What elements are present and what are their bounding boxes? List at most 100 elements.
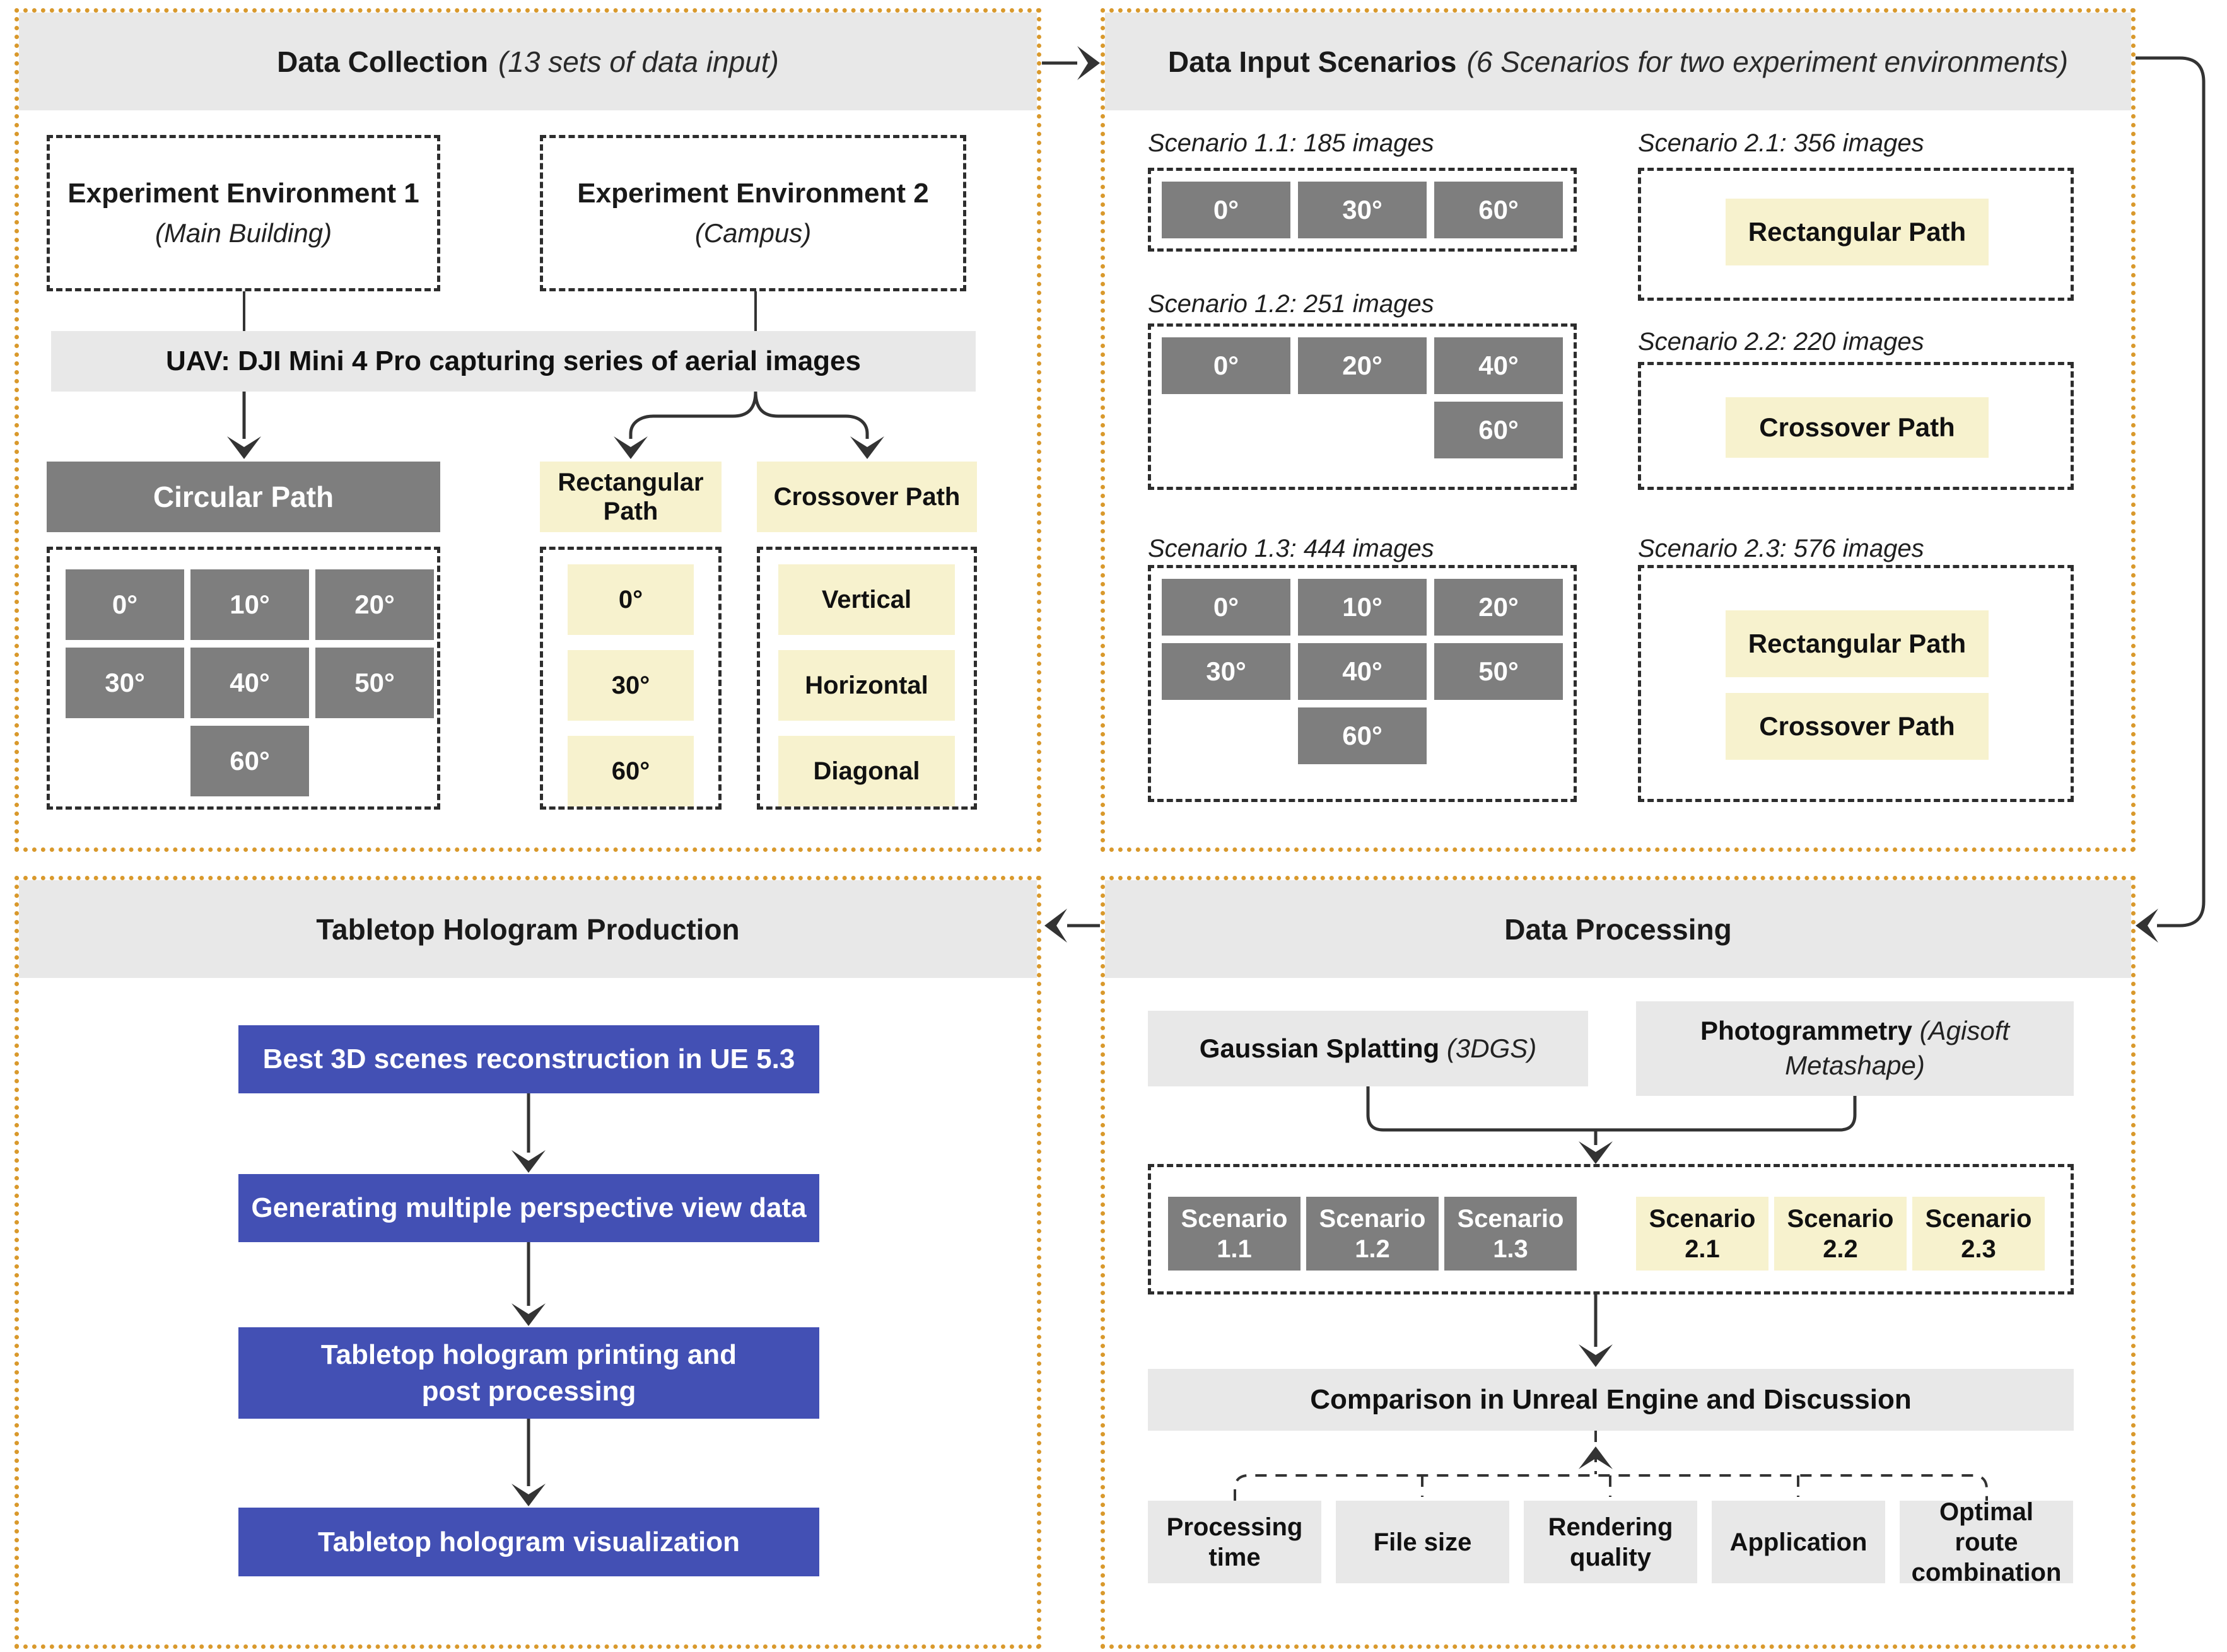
mode-cell: Vertical	[778, 564, 955, 635]
angle-cell: 40°	[190, 648, 309, 718]
photogrammetry-box: Photogrammetry (Agisoft Metashape)	[1636, 1001, 2074, 1096]
data-processing-title: Data Processing	[1504, 912, 1732, 946]
scenario-1-2-box	[1148, 323, 1577, 490]
criterion-box: Application	[1712, 1501, 1885, 1583]
scenario-cell: Scenario 2.1	[1636, 1197, 1768, 1271]
rectangular-path-box: Rectangular Path	[540, 462, 722, 532]
criterion-box: File size	[1336, 1501, 1509, 1583]
photogrammetry-note: (Agisoft Metashape)	[1785, 1016, 2010, 1080]
photogrammetry-name: Photogrammetry	[1700, 1016, 1912, 1046]
data-input-title-note: (6 Scenarios for two experiment environm…	[1466, 45, 2069, 78]
criteria-dashed-bracket	[1234, 1474, 1988, 1501]
scenario-1-1-box	[1148, 168, 1577, 252]
angle-cell: 40°	[1298, 643, 1427, 700]
scenario-2-2-label: Scenario 2.2: 220 images	[1638, 328, 1924, 356]
data-processing-header: Data Processing	[1105, 880, 2131, 978]
scenario-cell: Scenario 2.2	[1774, 1197, 1907, 1271]
scenario-cell: Scenario 1.2	[1306, 1197, 1439, 1271]
data-input-header: Data Input Scenarios (6 Scenarios for tw…	[1105, 13, 2131, 110]
angle-cell: 0°	[568, 564, 694, 635]
chevron-down-icon	[1579, 1141, 1613, 1164]
angle-cell: 60°	[1434, 182, 1563, 238]
uav-bar: UAV: DJI Mini 4 Pro capturing series of …	[51, 331, 976, 392]
angle-cell: 0°	[1162, 337, 1290, 394]
angle-cell: 60°	[1298, 707, 1427, 764]
angle-cell: 50°	[315, 648, 434, 718]
gaussian-splatting-box: Gaussian Splatting (3DGS)	[1148, 1011, 1588, 1086]
criterion-box: Rendering quality	[1524, 1501, 1697, 1583]
angle-cell: 20°	[315, 569, 434, 640]
chevron-up-icon	[1579, 1446, 1613, 1469]
angle-cell: 20°	[1434, 579, 1563, 636]
path-cell: Crossover Path	[1726, 397, 1989, 458]
environment-2-subtitle: (Campus)	[694, 218, 812, 248]
angle-cell: 0°	[66, 569, 184, 640]
crossover-mode-list-box	[757, 547, 977, 810]
angle-cell: 30°	[66, 648, 184, 718]
chevron-down-icon	[614, 436, 648, 459]
crossover-path-box: Crossover Path	[757, 462, 977, 532]
hologram-step-3: Tabletop hologram printing and post proc…	[238, 1327, 819, 1419]
scenario-2-3-label: Scenario 2.3: 576 images	[1638, 535, 1924, 562]
angle-cell: 40°	[1434, 337, 1563, 394]
hologram-step-2: Generating multiple perspective view dat…	[238, 1174, 819, 1242]
angle-cell: 60°	[568, 736, 694, 806]
circular-angle-grid-box	[47, 547, 440, 810]
angle-cell: 30°	[1298, 182, 1427, 238]
scenario-1-1-label: Scenario 1.1: 185 images	[1148, 129, 1434, 157]
chevron-down-icon	[511, 1484, 546, 1506]
angle-cell: 50°	[1434, 643, 1563, 700]
input-to-processing-line	[2136, 56, 2206, 928]
path-cell: Crossover Path	[1726, 693, 1989, 760]
data-collection-title: Data Collection	[277, 45, 488, 78]
chevron-right-icon	[1077, 46, 1100, 80]
gaussian-splatting-note: (3DGS)	[1446, 1033, 1537, 1063]
chevron-down-icon	[227, 436, 261, 459]
comparison-bar: Comparison in Unreal Engine and Discussi…	[1148, 1369, 2074, 1431]
scenario-2-2-box	[1638, 362, 2074, 490]
scenario-2-1-box	[1638, 168, 2074, 301]
angle-cell: 30°	[568, 650, 694, 721]
photogrammetry-text: Photogrammetry (Agisoft Metashape)	[1661, 1014, 2049, 1083]
chevron-down-icon	[511, 1303, 546, 1326]
data-collection-title-note: (13 sets of data input)	[498, 45, 779, 78]
path-cell: Rectangular Path	[1726, 199, 1989, 265]
angle-cell: 0°	[1162, 579, 1290, 636]
panel-data-input-scenarios: Data Input Scenarios (6 Scenarios for tw…	[1101, 8, 2136, 852]
environment-2-box: Experiment Environment 2 (Campus)	[540, 135, 966, 291]
path-cell: Rectangular Path	[1726, 610, 1989, 677]
angle-cell: 60°	[1434, 402, 1563, 458]
brace-left-arm	[629, 391, 757, 439]
scenario-1-2-label: Scenario 1.2: 251 images	[1148, 290, 1434, 318]
scenario-cell: Scenario 2.3	[1912, 1197, 2045, 1271]
gaussian-splatting-name: Gaussian Splatting	[1199, 1033, 1440, 1063]
angle-cell: 60°	[190, 726, 309, 796]
chevron-down-icon	[511, 1150, 546, 1173]
panel-hologram-production: Tabletop Hologram Production Best 3D sce…	[15, 876, 1041, 1649]
rect-angle-list-box	[540, 547, 722, 810]
circular-path-bar: Circular Path	[47, 462, 440, 532]
data-input-title: Data Input Scenarios	[1167, 45, 1457, 78]
angle-cell: 10°	[190, 569, 309, 640]
processing-scenarios-box	[1148, 1164, 2074, 1294]
hologram-step-4: Tabletop hologram visualization	[238, 1508, 819, 1576]
merge-right-line	[1596, 1096, 1857, 1132]
scenario-cell: Scenario 1.3	[1444, 1197, 1577, 1271]
scenario-cell: Scenario 1.1	[1168, 1197, 1301, 1271]
chevron-down-icon	[1579, 1344, 1613, 1367]
scenario-1-3-label: Scenario 1.3: 444 images	[1148, 535, 1434, 562]
scenario-1-3-box	[1148, 565, 1577, 802]
angle-cell: 10°	[1298, 579, 1427, 636]
environment-1-subtitle: (Main Building)	[155, 218, 332, 248]
panel-data-processing: Data Processing Gaussian Splatting (3DGS…	[1101, 876, 2136, 1649]
hologram-title: Tabletop Hologram Production	[316, 912, 740, 946]
data-collection-header: Data Collection (13 sets of data input)	[19, 13, 1037, 110]
brace-right-arm	[754, 391, 869, 439]
mode-cell: Diagonal	[778, 736, 955, 806]
criterion-box: Optimal route combination	[1900, 1498, 2073, 1586]
environment-1-title: Experiment Environment 1	[67, 178, 419, 209]
environment-2-title: Experiment Environment 2	[577, 178, 929, 209]
chevron-left-icon	[1044, 909, 1067, 943]
angle-cell: 30°	[1162, 643, 1290, 700]
